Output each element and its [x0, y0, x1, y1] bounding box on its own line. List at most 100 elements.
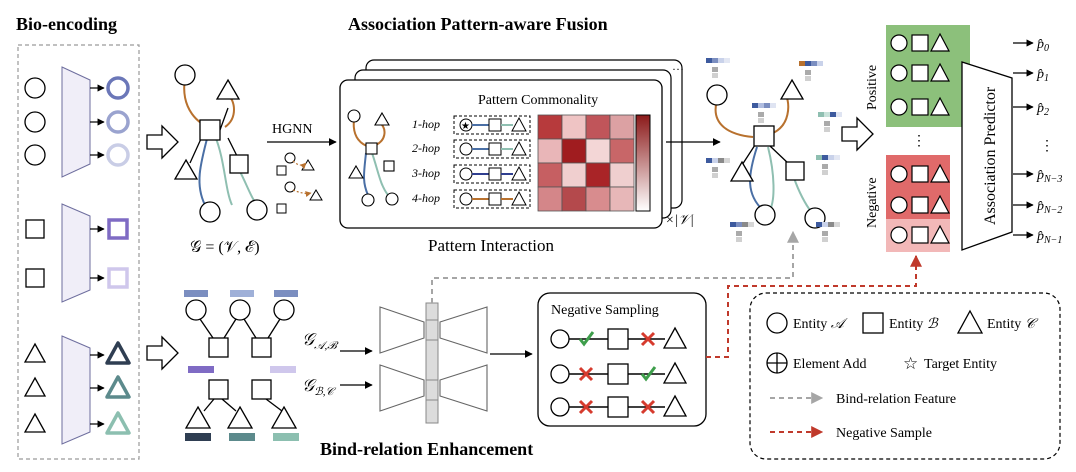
feature-tile [822, 164, 828, 169]
heatmap-cell [585, 114, 611, 140]
legend-entity-b: Entity ℬ [889, 317, 939, 332]
feature-tile [712, 158, 718, 163]
feature-tile [712, 167, 718, 172]
triangle-icon [930, 96, 950, 116]
svg-text:…: … [672, 59, 684, 73]
prediction-row [890, 32, 950, 52]
feature-tile [748, 222, 754, 227]
g-bc-label: 𝒢ℬ,𝒞 [302, 376, 337, 398]
triangle-icon [23, 342, 47, 363]
feature-tile [752, 103, 758, 108]
hop-row-1: 1-hop ★ [412, 115, 531, 135]
feature-tile [836, 112, 842, 117]
hgnn-mini-graphs [276, 152, 323, 214]
feature-tile [828, 222, 834, 227]
svg-text:3-hop: 3-hop [411, 166, 440, 180]
feature-tile [822, 231, 828, 236]
heatmap-cell [537, 162, 563, 188]
encoded-circle-icon [106, 76, 130, 100]
circle-icon [890, 165, 908, 183]
feature-tile [764, 103, 770, 108]
hollow-arrow-icon [146, 124, 179, 160]
feature-tile [724, 58, 730, 63]
circle-icon [550, 397, 570, 417]
triangle-icon [930, 194, 950, 214]
legend-target-entity: Target Entity [924, 357, 997, 372]
feature-tile [817, 61, 823, 66]
feature-tile [736, 222, 742, 227]
encoded-circle-icon [106, 143, 130, 167]
hop-rows: 1-hop ★ 2-hop 3-hop 4-hop [411, 115, 531, 209]
square-icon [911, 165, 929, 183]
bio-encoding-frame [17, 44, 140, 460]
circle-icon [550, 329, 570, 349]
feature-tile [730, 222, 736, 227]
svg-text:4-hop: 4-hop [412, 191, 440, 205]
negative-sampling-box: Negative Sampling [537, 292, 707, 427]
bind-title: Bind-relation Enhancement [320, 439, 533, 459]
positive-label: Positive [865, 65, 880, 110]
square-icon [911, 196, 929, 214]
pattern-interaction-label: Pattern Interaction [428, 236, 555, 255]
square-icon [862, 312, 884, 334]
feature-tiles [706, 58, 842, 242]
feature-tile [758, 112, 764, 117]
triangle-icon [23, 412, 47, 433]
encoder-entity-b [25, 203, 129, 303]
feature-tile [712, 67, 718, 72]
heatmap-cell [609, 138, 635, 164]
bio-encoding-section: Bio-encoding [16, 14, 140, 460]
cross-icon [578, 399, 594, 415]
heatmap-cell [609, 114, 635, 140]
rows-ellipsis: ⋮ [912, 134, 926, 149]
legend: Entity 𝒜 Entity ℬ Entity 𝒞 Element Add ☆… [749, 292, 1061, 460]
encoder-entity-a [24, 66, 130, 178]
heatmap-cell [537, 138, 563, 164]
bind-feature-path [431, 230, 799, 303]
check-icon [640, 366, 657, 382]
square-icon [911, 98, 929, 116]
negative-label: Negative [865, 177, 880, 228]
card-mini-graph [347, 109, 399, 207]
bio-encoding-title: Bio-encoding [16, 14, 117, 34]
prediction-outputs: p̂0p̂1p̂2p̂N−3p̂N−2p̂N−1 [1013, 37, 1062, 246]
prediction-rows [890, 32, 950, 244]
prediction-row [890, 194, 950, 214]
times-v-label: ×|𝒱| [665, 213, 694, 228]
encoded-triangle-icon [105, 411, 131, 435]
feature-tile [822, 155, 828, 160]
encoder-trapezoid [61, 335, 91, 445]
feature-tile [799, 61, 805, 66]
feature-tile [770, 103, 776, 108]
feature-tile [834, 222, 840, 227]
bind-autoencoder [379, 302, 533, 424]
circle-icon [766, 312, 788, 334]
circle-icon [890, 34, 908, 52]
heterogeneous-graph: 𝒢 = (𝒱, ℰ) [173, 64, 268, 256]
heatmap-cell [537, 114, 563, 140]
encoded-square-icon [107, 218, 129, 240]
feature-tile [805, 70, 811, 75]
feature-tile [822, 237, 828, 242]
graph-definition-label: 𝒢 = (𝒱, ℰ) [190, 239, 260, 256]
fused-graph [706, 58, 842, 242]
hollow-arrow-icon [146, 335, 179, 371]
circle-icon [890, 226, 908, 244]
feature-tile [718, 158, 724, 163]
square-icon [911, 226, 929, 244]
encoded-triangle-icon [105, 341, 131, 365]
feature-tile [736, 237, 742, 242]
star-icon: ☆ [903, 354, 918, 373]
outputs-ellipsis: ⋮ [1040, 139, 1054, 154]
triangle-icon [662, 326, 688, 349]
legend-bind-feature: Bind-relation Feature [836, 392, 956, 407]
probability-output: p̂1 [1036, 67, 1049, 84]
feature-tile [712, 58, 718, 63]
heatmap-cell [585, 138, 611, 164]
feature-tile [712, 173, 718, 178]
predictor-block [961, 61, 1013, 251]
circle-icon [890, 196, 908, 214]
feature-tile [718, 58, 724, 63]
square-icon [25, 219, 45, 239]
